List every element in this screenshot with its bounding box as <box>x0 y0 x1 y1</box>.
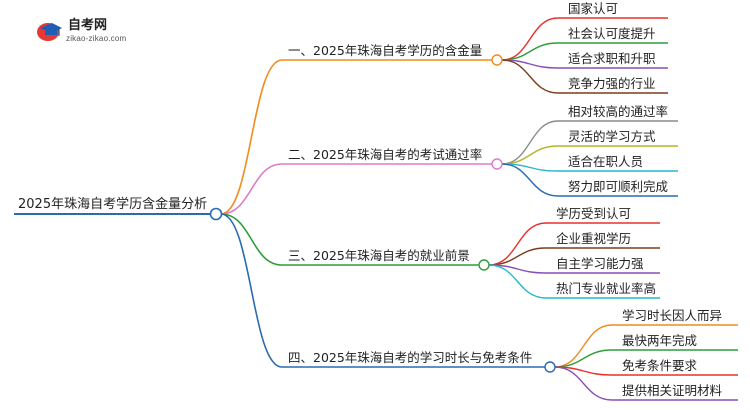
leaf-label: 自主学习能力强 <box>556 256 644 271</box>
branch-node <box>478 259 490 271</box>
leaf-connector <box>501 59 559 94</box>
branch-label: 四、2025年珠海自考的学习时长与免考条件 <box>288 350 532 365</box>
leaf-connector <box>554 366 613 401</box>
branch-connector <box>220 213 283 368</box>
leaf-label: 提供相关证明材料 <box>622 383 723 398</box>
leaf-label: 相对较高的通过率 <box>568 104 668 119</box>
branch-label: 一、2025年珠海自考学历的含金量 <box>288 43 482 58</box>
leaf-label: 国家认可 <box>568 1 618 16</box>
leaf-connector <box>501 17 559 61</box>
leaf-label: 竞争力强的行业 <box>568 76 656 91</box>
leaf-label: 灵活的学习方式 <box>568 129 656 144</box>
branch-connector <box>220 163 283 215</box>
leaf-connector <box>501 163 559 197</box>
leaf-label: 企业重视学历 <box>556 231 631 246</box>
branch-node <box>544 361 556 373</box>
branch-connector <box>220 213 283 266</box>
leaf-label: 免考条件要求 <box>622 358 698 373</box>
leaf-connector <box>488 247 547 266</box>
leaf-connector <box>501 120 559 165</box>
logo: 自考网 zikao-zikao.com <box>36 10 146 50</box>
leaf-connector <box>554 324 613 368</box>
leaf-connector <box>488 222 547 266</box>
root-node <box>209 207 223 221</box>
leaf-connector <box>488 264 547 299</box>
graduation-cap-icon <box>37 23 62 41</box>
leaf-label: 社会认可度提升 <box>568 26 656 41</box>
branch-label: 二、2025年珠海自考的考试通过率 <box>288 147 482 162</box>
leaf-label: 最快两年完成 <box>622 333 697 348</box>
logo-url: zikao-zikao.com <box>66 34 127 43</box>
leaf-label: 学习时长因人而异 <box>622 308 722 323</box>
leaf-label: 努力即可顺利完成 <box>568 179 668 194</box>
root-label: 2025年珠海自考学历含金量分析 <box>18 196 207 212</box>
leaf-label: 热门专业就业率高 <box>556 281 656 296</box>
branch-connector <box>220 59 283 215</box>
leaf-connector <box>554 349 613 368</box>
leaf-label: 适合求职和升职 <box>568 51 656 66</box>
branch-node <box>491 158 503 170</box>
branch-node <box>491 54 503 66</box>
leaf-label: 学历受到认可 <box>556 206 631 221</box>
leaf-connector <box>501 145 559 165</box>
leaf-label: 适合在职人员 <box>568 154 643 169</box>
branch-label: 三、2025年珠海自考的就业前景 <box>288 248 470 263</box>
leaf-connector <box>501 42 559 61</box>
logo-title: 自考网 <box>68 17 108 32</box>
